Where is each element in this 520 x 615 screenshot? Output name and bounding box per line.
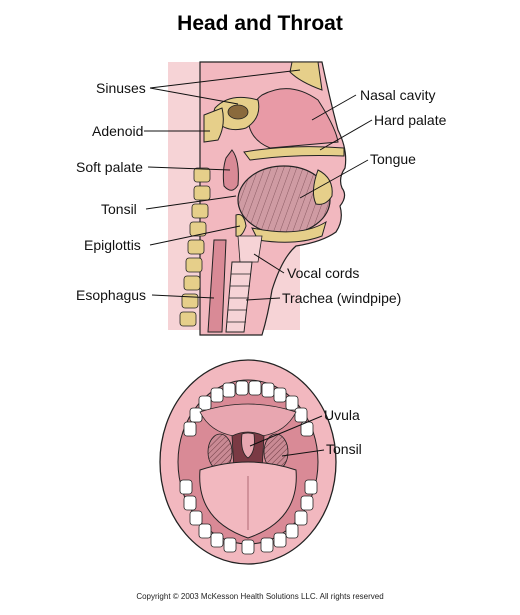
tooth bbox=[248, 380, 262, 396]
vertebra bbox=[191, 203, 209, 219]
leader-sinuses-a bbox=[149, 87, 239, 105]
tooth bbox=[241, 539, 255, 555]
leader-esophagus bbox=[151, 294, 215, 299]
soft-palate-arch bbox=[199, 403, 297, 437]
label-tongue: Tongue bbox=[370, 151, 416, 167]
tooth bbox=[222, 382, 236, 398]
tooth bbox=[210, 387, 224, 403]
mouth-front-view bbox=[159, 359, 337, 565]
uvula-shape bbox=[241, 432, 255, 459]
leader-tonsil-side bbox=[145, 195, 237, 210]
jaw-bone bbox=[312, 169, 333, 205]
tooth bbox=[235, 380, 249, 396]
leader-tongue bbox=[299, 159, 369, 199]
tooth bbox=[261, 382, 275, 398]
sinus-cavity bbox=[227, 104, 249, 120]
head-side-view bbox=[168, 61, 347, 336]
tooth bbox=[198, 395, 212, 411]
hard-palate-shape bbox=[243, 146, 345, 161]
leader-sinuses-b bbox=[149, 69, 301, 89]
label-soft-palate: Soft palate bbox=[76, 159, 143, 175]
leader-vocal-cords bbox=[253, 253, 285, 274]
trachea-rings bbox=[227, 273, 251, 323]
label-sinuses: Sinuses bbox=[96, 80, 146, 96]
label-trachea: Trachea (windpipe) bbox=[282, 290, 402, 306]
tooth bbox=[179, 479, 193, 495]
skull-bone bbox=[289, 61, 323, 91]
tooth bbox=[285, 395, 299, 411]
leader-trachea bbox=[245, 297, 281, 301]
label-epiglottis: Epiglottis bbox=[84, 237, 141, 253]
tooth bbox=[189, 407, 203, 423]
vertebra bbox=[185, 257, 203, 273]
leader-soft-palate bbox=[147, 166, 231, 171]
diagram-title: Head and Throat bbox=[177, 12, 343, 35]
tooth bbox=[273, 387, 287, 403]
upper-teeth bbox=[183, 380, 314, 437]
spine bbox=[179, 167, 211, 327]
tooth bbox=[183, 495, 197, 511]
vertebra bbox=[193, 167, 211, 183]
tooth bbox=[198, 523, 212, 539]
label-hard-palate: Hard palate bbox=[374, 112, 447, 128]
soft-palate-shape bbox=[222, 149, 239, 191]
vertebra bbox=[193, 185, 211, 201]
adenoid-bone bbox=[203, 107, 224, 143]
lower-jaw bbox=[251, 220, 327, 243]
trachea-tube bbox=[225, 261, 253, 333]
vertebra bbox=[179, 311, 197, 327]
label-esophagus: Esophagus bbox=[76, 287, 147, 303]
tooth bbox=[300, 495, 314, 511]
tooth bbox=[294, 407, 308, 423]
tooth bbox=[260, 537, 274, 553]
esophagus-tube bbox=[207, 239, 227, 333]
label-nasal-cavity: Nasal cavity bbox=[360, 87, 436, 103]
leader-hard-palate bbox=[319, 119, 373, 151]
lower-teeth bbox=[179, 479, 318, 555]
tooth bbox=[183, 421, 197, 437]
tooth bbox=[210, 532, 224, 548]
label-vocal-cords: Vocal cords bbox=[287, 265, 360, 281]
leader-lines bbox=[144, 69, 373, 457]
tooth bbox=[223, 537, 237, 553]
label-tonsil-side: Tonsil bbox=[101, 201, 137, 217]
label-adenoid: Adenoid bbox=[92, 123, 144, 139]
leader-uvula bbox=[249, 415, 323, 447]
leader-nasal-cavity bbox=[311, 94, 357, 121]
vertebra bbox=[189, 221, 207, 237]
leader-tonsil-mouth bbox=[281, 449, 325, 457]
tooth bbox=[304, 479, 318, 495]
leader-epiglottis bbox=[149, 225, 241, 246]
larynx-tissue bbox=[237, 235, 263, 263]
vertebra bbox=[183, 275, 201, 291]
tooth bbox=[294, 510, 308, 526]
copyright-notice: Copyright © 2003 McKesson Health Solutio… bbox=[136, 592, 384, 601]
tooth bbox=[285, 523, 299, 539]
vertebra bbox=[187, 239, 205, 255]
label-uvula: Uvula bbox=[324, 407, 360, 423]
tooth bbox=[189, 510, 203, 526]
tooth bbox=[273, 532, 287, 548]
label-tonsil-mouth: Tonsil bbox=[326, 441, 362, 457]
